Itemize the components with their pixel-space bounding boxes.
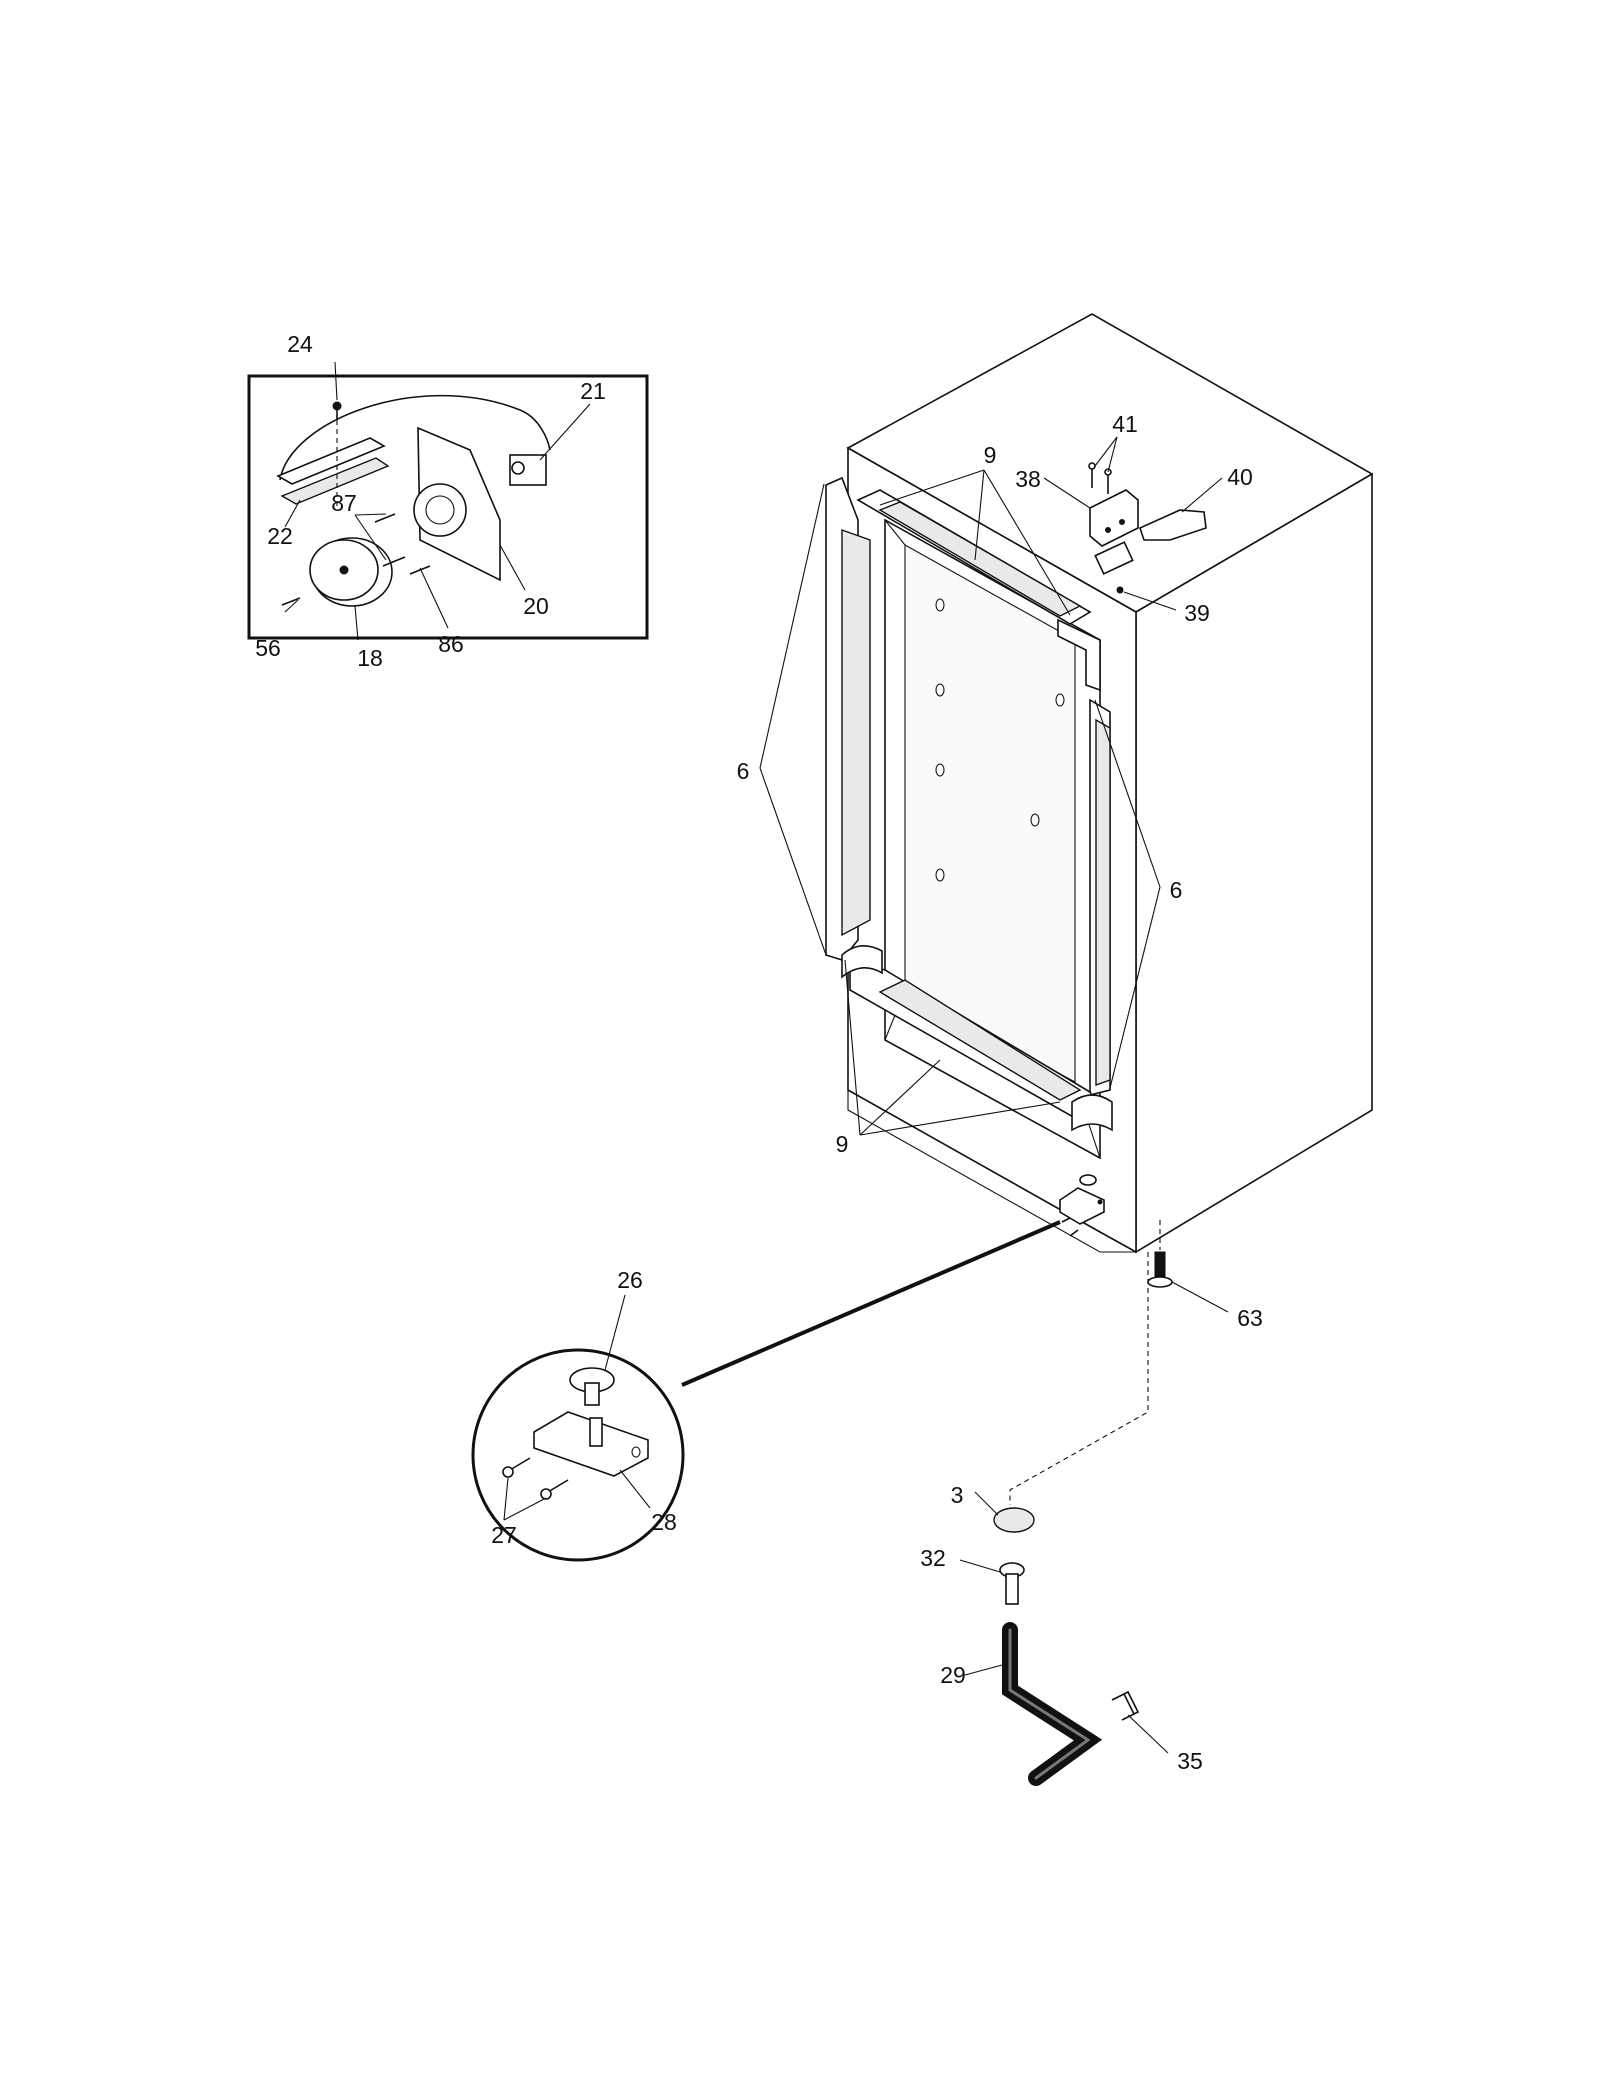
breaker-strip-left [825, 476, 871, 961]
drain-tube [1002, 1622, 1103, 1786]
callout-22: 22 [267, 523, 293, 549]
callout-41: 41 [1112, 411, 1138, 437]
callout-9-top: 9 [984, 442, 997, 468]
breaker-strip-top [856, 489, 1101, 692]
callout-26: 26 [617, 1267, 643, 1293]
control-assembly [276, 394, 551, 607]
callout-86: 86 [438, 631, 464, 657]
drain-path [1009, 1252, 1149, 1505]
callout-87: 87 [331, 490, 357, 516]
callout-40: 40 [1227, 464, 1253, 490]
top-hinge [1089, 489, 1139, 594]
callout-21: 21 [580, 378, 606, 404]
callout-9-bottom: 9 [836, 1131, 849, 1157]
breaker-strip-right [1089, 698, 1111, 1097]
callout-18: 18 [357, 645, 383, 671]
hinge-detail-parts [502, 1367, 649, 1500]
drain-adapter [999, 1562, 1025, 1605]
callout-20: 20 [523, 593, 549, 619]
callout-6-left: 6 [737, 758, 750, 784]
callout-39: 39 [1184, 600, 1210, 626]
leader-lines [284, 361, 1229, 1754]
callout-35: 35 [1177, 1748, 1203, 1774]
callout-32: 32 [920, 1545, 946, 1571]
callout-3: 3 [951, 1482, 964, 1508]
bottom-hinge [1059, 1174, 1105, 1237]
breaker-strip-bottom [841, 945, 1113, 1132]
callout-63: 63 [1237, 1305, 1263, 1331]
callout-24: 24 [287, 331, 313, 357]
callout-27: 27 [491, 1522, 517, 1548]
callout-28: 28 [651, 1509, 677, 1535]
tube-clip [1111, 1690, 1140, 1721]
leveling-leg [1147, 1220, 1173, 1288]
callout-6-right: 6 [1170, 877, 1183, 903]
inset-frame-hinge [471, 1348, 685, 1562]
detail-leader [681, 1220, 1061, 1387]
cabinet-body [846, 313, 1374, 1254]
drain-plug [993, 1507, 1035, 1533]
callout-38: 38 [1015, 466, 1041, 492]
callout-29: 29 [940, 1662, 966, 1688]
callout-56: 56 [255, 635, 281, 661]
callout-labels: 24 21 87 22 20 56 18 86 9 41 38 40 39 6 … [255, 331, 1263, 1774]
inset-frame-control [247, 374, 649, 640]
hinge-cover-40 [1139, 509, 1207, 541]
